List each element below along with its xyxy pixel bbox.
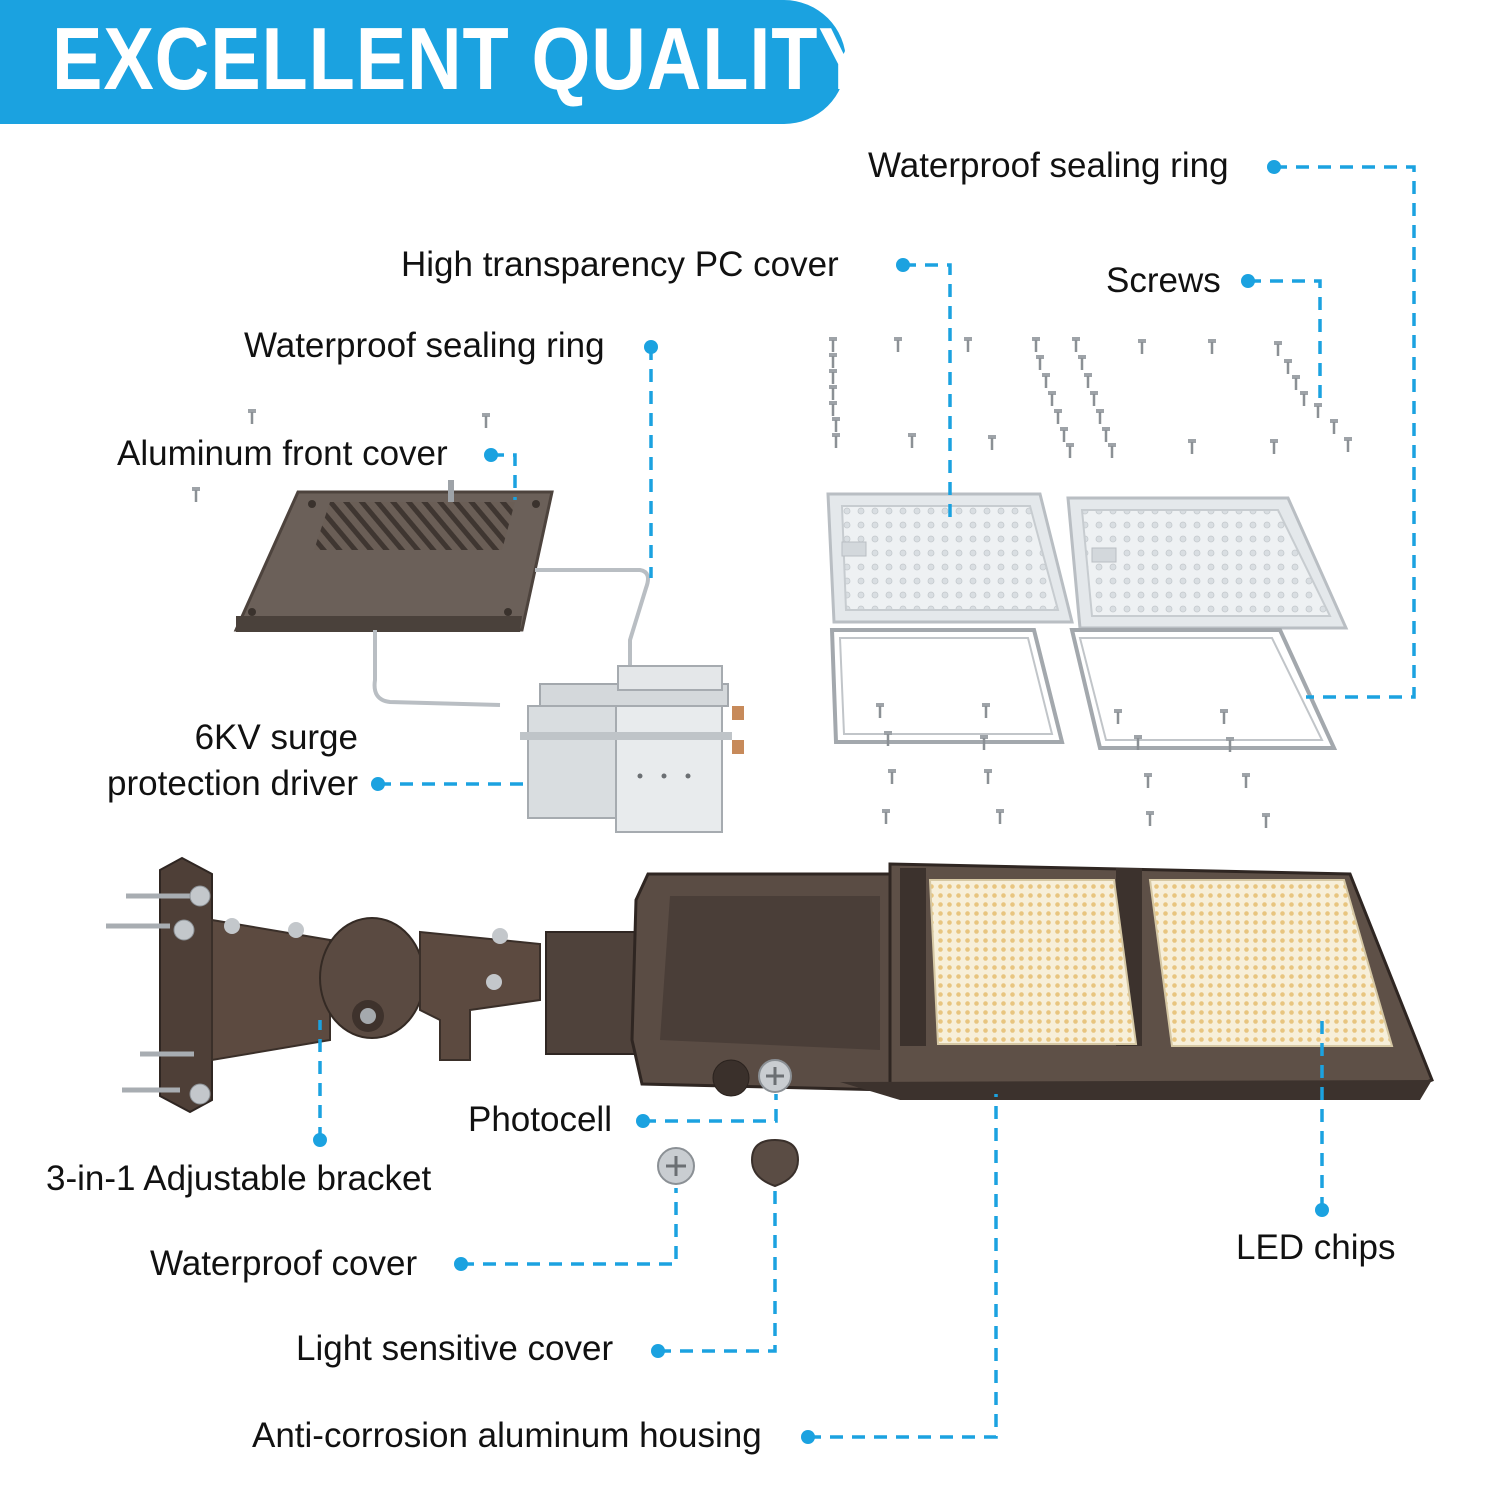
screw-icon	[1048, 391, 1056, 395]
screw-icon	[1344, 437, 1352, 441]
screw-icon	[884, 731, 892, 735]
screw-icon	[1330, 419, 1338, 423]
screw-icon	[1054, 409, 1062, 413]
light-sensitive-cover-part	[750, 1138, 800, 1188]
screw-icon	[876, 703, 884, 707]
screw-icon	[984, 769, 992, 773]
screw-icon	[832, 417, 840, 421]
screw-icon	[982, 703, 990, 707]
pc-cover-right	[1066, 496, 1349, 630]
label-light-sensitive-cover: Light sensitive cover	[296, 1329, 614, 1368]
screw-icon	[1066, 443, 1074, 447]
sealing-ring-right	[1069, 628, 1338, 750]
leader-lines	[318, 165, 1416, 1439]
screw-icon	[1108, 443, 1116, 447]
screw-icon	[980, 735, 988, 739]
screw-icon	[1096, 409, 1104, 413]
screw-icon	[894, 337, 902, 341]
screw-icon	[1220, 709, 1228, 713]
aluminum-housing	[545, 862, 1434, 1100]
screw-icon	[482, 413, 490, 417]
label-screws: Screws	[1106, 261, 1221, 300]
screw-icon	[888, 769, 896, 773]
screw-icon	[832, 433, 840, 437]
screw-icon	[1146, 811, 1154, 815]
banner-title: EXCELLENT QUALITY	[52, 9, 870, 108]
sealing-ring-left	[829, 628, 1065, 744]
screw-icon	[1032, 337, 1040, 341]
label-led-chips: LED chips	[1236, 1228, 1396, 1267]
screw-icon	[882, 809, 890, 813]
screw-icon	[1102, 427, 1110, 431]
label-housing: Anti-corrosion aluminum housing	[252, 1416, 762, 1455]
pc-cover-left	[826, 492, 1074, 624]
screw-icon	[1138, 339, 1146, 343]
screw-icon	[1084, 373, 1092, 377]
screw-icon	[1090, 391, 1098, 395]
screw-icon	[1284, 359, 1292, 363]
screw-icon	[908, 433, 916, 437]
label-waterproof-cover: Waterproof cover	[150, 1244, 418, 1283]
screw-icon	[1208, 339, 1216, 343]
screw-icon	[829, 337, 837, 341]
screw-icon	[829, 385, 837, 389]
screw-icon	[829, 369, 837, 373]
screw-icon	[1270, 439, 1278, 443]
screw-icon	[248, 409, 256, 413]
screw-icon	[988, 435, 996, 439]
screw-icon	[1274, 341, 1282, 345]
label-surge-driver-line2: protection driver	[107, 764, 358, 803]
screw-icon	[1060, 427, 1068, 431]
screw-icon	[1292, 375, 1300, 379]
screw-icon	[829, 401, 837, 405]
screw-icon	[1300, 391, 1308, 395]
screw-icon	[829, 353, 837, 357]
screw-icon	[964, 337, 972, 341]
label-pc-cover: High transparency PC cover	[401, 245, 839, 284]
leader-dots	[313, 160, 1329, 1444]
screw-icon	[1188, 439, 1196, 443]
title-banner: EXCELLENT QUALITY	[0, 0, 869, 124]
screw-icon	[1226, 737, 1234, 741]
adjustable-bracket	[106, 856, 541, 1114]
screw-icon	[1242, 773, 1250, 777]
screw-icon	[1262, 813, 1270, 817]
surge-protection-driver	[520, 665, 744, 833]
aluminum-front-cover	[233, 480, 554, 632]
screw-icon	[1134, 735, 1142, 739]
waterproof-cover-part	[657, 1147, 695, 1185]
screws	[192, 337, 1352, 828]
label-bracket: 3-in-1 Adjustable bracket	[46, 1159, 432, 1198]
screw-icon	[996, 809, 1004, 813]
label-photocell: Photocell	[468, 1100, 612, 1139]
screw-icon	[192, 487, 200, 491]
label-surge-driver-line1: 6KV surge	[194, 718, 358, 757]
screw-icon	[1072, 337, 1080, 341]
screw-icon	[1036, 355, 1044, 359]
screw-icon	[1114, 709, 1122, 713]
label-aluminum-front-cover: Aluminum front cover	[117, 434, 448, 473]
screw-icon	[1314, 403, 1322, 407]
screw-icon	[1078, 355, 1086, 359]
screw-icon	[1144, 773, 1152, 777]
screw-icon	[1042, 373, 1050, 377]
label-waterproof-sealing-ring-top: Waterproof sealing ring	[868, 146, 1229, 185]
label-waterproof-sealing-ring-left: Waterproof sealing ring	[244, 326, 605, 365]
driver-wires	[372, 568, 650, 707]
